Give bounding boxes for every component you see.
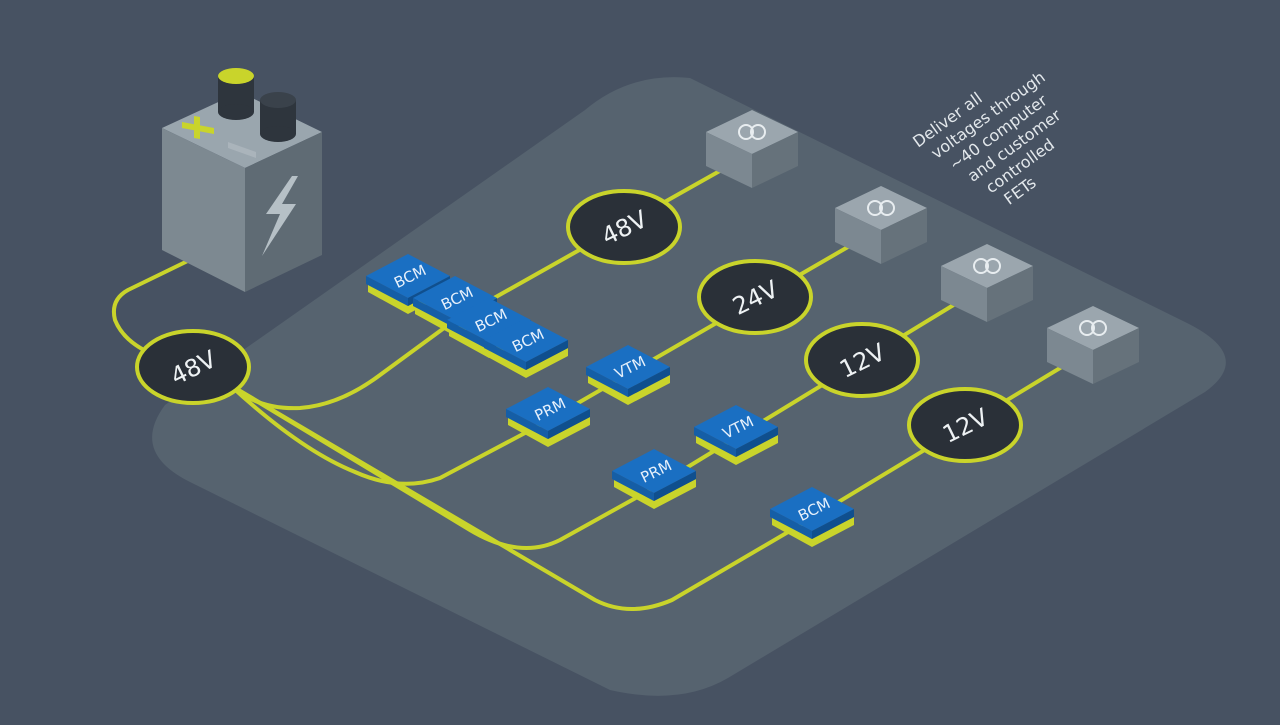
module-vtm: VTM	[586, 345, 670, 405]
wire-rail-12a	[228, 296, 967, 550]
board	[152, 77, 1226, 696]
battery	[162, 68, 322, 292]
module-prm: PRM	[612, 449, 696, 509]
modules: BCM BCM BCM BCM PR	[366, 254, 854, 547]
module-bcm: BCM	[770, 487, 854, 547]
voltage-badge: 48V	[566, 189, 682, 265]
fet-box	[941, 244, 1033, 322]
battery-positive-terminal	[218, 68, 254, 120]
wire-rail-12b	[228, 360, 1072, 611]
fet-box	[1047, 306, 1139, 384]
battery-negative-terminal	[260, 92, 296, 142]
fet-box	[835, 186, 927, 264]
lightning-icon	[262, 176, 298, 256]
fet-boxes	[706, 110, 1139, 384]
voltage-badge: 24V	[697, 259, 813, 335]
wire-rail-24	[228, 238, 862, 486]
voltage-badges: 48V 48V 24V 12V 12V	[135, 189, 1023, 463]
fet-icon	[867, 200, 883, 216]
voltage-badge: 12V	[907, 387, 1023, 463]
fet-icon	[1079, 320, 1095, 336]
module-vtm: VTM	[694, 405, 778, 465]
module-prm: PRM	[506, 387, 590, 447]
voltage-badge-source: 48V	[135, 329, 251, 405]
plus-icon	[182, 116, 214, 139]
fet-icon	[738, 124, 754, 140]
wires	[111, 166, 1072, 611]
fet-icon	[973, 258, 989, 274]
fet-box	[706, 110, 798, 188]
minus-icon	[228, 142, 256, 158]
voltage-badge: 12V	[804, 322, 920, 398]
module-bcm: BCM	[484, 318, 568, 378]
